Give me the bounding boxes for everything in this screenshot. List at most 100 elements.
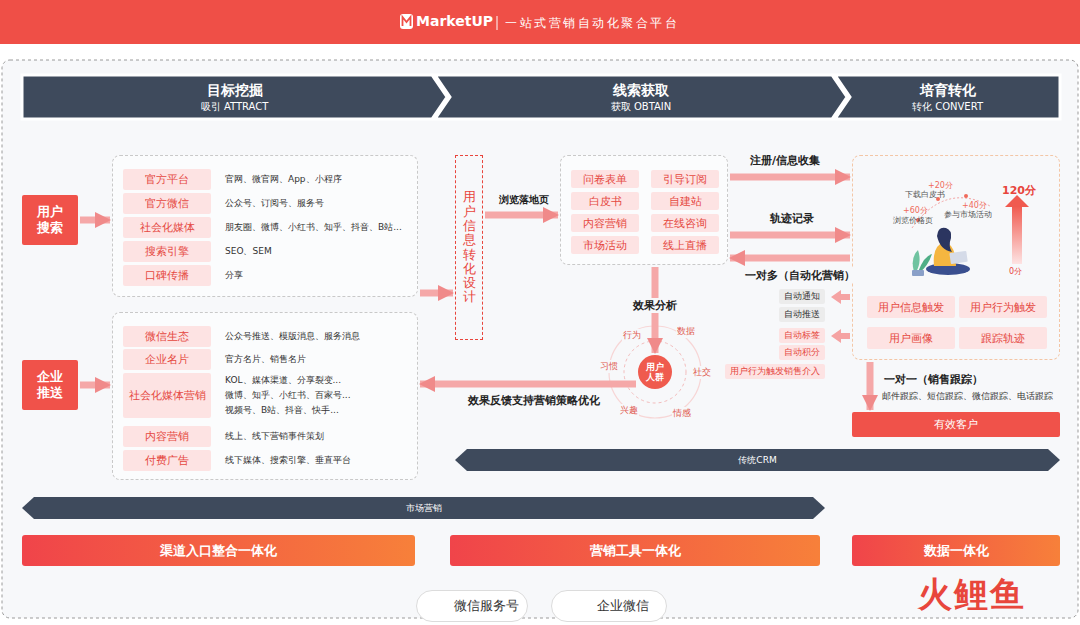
channel-cell: 微信生态 — [123, 326, 211, 347]
crowd-circle: 用户 人群 — [638, 355, 672, 389]
logo-icon — [400, 14, 413, 29]
channel-row-detail: 视频号、B站、抖音、快手... — [225, 403, 351, 418]
flow-arrow — [420, 290, 453, 297]
tag-arrow — [831, 290, 850, 343]
nurture-box-label: 跟踪轨迹 — [981, 331, 1025, 346]
channel-row-label: 口碑传播 — [145, 268, 189, 283]
design-box-body: 用户信息转化设计 — [456, 156, 482, 339]
channel-row-label: 企业名片 — [145, 352, 189, 367]
arrow-label: 轨迹记录 — [768, 211, 816, 226]
result-bar-body: 有效客户 — [852, 412, 1060, 437]
arrow-label: 效果分析 — [631, 298, 679, 313]
auto-tag-label: 用户行为触发销售介入 — [730, 365, 820, 378]
channel-detail: 公众号、订阅号、服务号 — [225, 193, 324, 214]
auto-tag-label: 自动推送 — [784, 308, 820, 321]
flow-arrow — [420, 381, 636, 388]
span-band-label: 传统CRM — [738, 454, 776, 467]
channel-panel-body — [113, 313, 417, 479]
channel-row: 社会化媒体营销KOL、媒体渠道、分享裂变...微博、知乎、小红书、百家号...视… — [123, 373, 413, 418]
tool-cell-body: 白皮书 — [571, 192, 639, 210]
channel-detail: 朋友圈、微博、小红书、知乎、抖音、B站... — [225, 217, 402, 238]
auto-tag: 自动标签 — [779, 328, 825, 343]
person-illustration — [949, 251, 967, 264]
tool-cell-body: 自建站 — [651, 192, 719, 210]
nurture-box-label: 用户画像 — [889, 331, 933, 346]
crowd-circle-label: 用户 人群 — [646, 362, 664, 383]
frame — [2, 60, 1078, 618]
channel-row-body: 微信生态公众号推送、模版消息、服务消息 — [123, 326, 413, 347]
tool-panel-body — [561, 156, 727, 264]
channel-row-body: 官方平台 官网、微官网、App、小程序 — [123, 169, 413, 190]
channel-row: 官方微信公众号、订阅号、服务号 — [123, 193, 413, 214]
channel-row-body: 企业名片 官方名片、销售名片 — [123, 349, 413, 370]
crowd-dimension: 数据 — [676, 325, 696, 338]
tool-cell-label: 线上直播 — [663, 238, 707, 253]
span-band: 传统CRM — [455, 449, 1060, 471]
channel-row-detail: SEO、SEM — [225, 244, 272, 259]
channel-row-label: 社会化媒体 — [140, 220, 195, 235]
channel-row-body: 搜索引擎 SEO、SEM — [123, 241, 413, 262]
stage-banner-body: 培育转化转化 CONVERT — [835, 75, 1060, 119]
tool-cell-body: 线上直播 — [651, 236, 719, 254]
stage-banner-body: 线索获取获取 OBTAIN — [435, 75, 847, 119]
channel-panel: 微信生态公众号推送、模版消息、服务消息企业名片 官方名片、销售名片社会化媒体营销K… — [112, 312, 418, 480]
tool-cell-label: 市场活动 — [583, 238, 627, 253]
nurture-box: 用户画像 — [867, 327, 955, 349]
channel-row-label: 付费广告 — [145, 453, 189, 468]
tool-cell-label: 自建站 — [669, 194, 702, 209]
channel-cell: 官方微信 — [123, 193, 211, 214]
score-max: 120分 — [1002, 183, 1036, 198]
crowd-dimension: 兴趣 — [619, 404, 639, 417]
score-action: 浏览价格页 — [893, 215, 933, 226]
brand-name: MarketUP — [416, 13, 493, 29]
channel-detail: 官网、微官网、App、小程序 — [225, 169, 342, 190]
nurture-box-body: 跟踪轨迹 — [959, 327, 1047, 349]
result-bar-label: 有效客户 — [934, 417, 978, 432]
channel-pill: 企业微信 — [551, 590, 667, 622]
channel-row-body: 社会化媒体营销KOL、媒体渠道、分享裂变...微博、知乎、小红书、百家号...视… — [123, 373, 413, 418]
flow-arrow — [80, 217, 110, 224]
summary-bar-label: 渠道入口整合一体化 — [160, 542, 277, 560]
tool-cell: 在线咨询 — [651, 214, 719, 232]
channel-row-detail: 官方名片、销售名片 — [225, 352, 306, 367]
channel-pill-body: 微信服务号 — [417, 591, 527, 621]
nurture-box-body: 用户行为触发 — [959, 296, 1047, 318]
stage-banner-detail: 吸引 ATTRACT — [201, 100, 269, 113]
summary-bar-body: 数据一体化 — [852, 535, 1060, 566]
watermark: 火鲤鱼 — [918, 577, 1026, 611]
summary-bar: 数据一体化 — [852, 535, 1060, 566]
auto-tag: 自动推送 — [779, 307, 825, 322]
tool-cell-body: 内容营销 — [571, 214, 639, 232]
summary-bar: 渠道入口整合一体化 — [22, 535, 415, 566]
nurture-box-label: 用户行为触发 — [970, 300, 1036, 315]
nurture-box-label: 用户信息触发 — [878, 300, 944, 315]
stage-banner: 培育转化转化 CONVERT — [835, 75, 1060, 119]
summary-bar-label: 营销工具一体化 — [590, 542, 681, 560]
nurture-box: 用户信息触发 — [867, 296, 955, 318]
channel-panel-body — [113, 156, 417, 296]
stage-banner-detail: 获取 OBTAIN — [611, 100, 672, 113]
tool-cell-body: 在线咨询 — [651, 214, 719, 232]
channel-pill: 微信服务号 — [416, 590, 528, 622]
channel-panel: 官方平台官网、微官网、App、小程序官方微信公众号、订阅号、服务号社会化媒体朋友… — [112, 155, 418, 297]
auto-tag: 用户行为触发销售介入 — [725, 364, 825, 379]
nurture-box-body: 用户画像 — [867, 327, 955, 349]
channel-row-detail: 微博、知乎、小红书、百家号... — [225, 388, 351, 403]
channel-detail: 官方名片、销售名片 — [225, 349, 306, 370]
score-value: +40分 — [962, 200, 987, 211]
channel-cell: 社会化媒体 — [123, 217, 211, 238]
channel-row-detail: KOL、媒体渠道、分享裂变... — [225, 373, 351, 388]
stage-banner-label: 培育转化 — [920, 81, 976, 99]
stage-banner-outline — [435, 75, 847, 119]
flow-arrow — [730, 174, 850, 181]
source-box: 用户搜索 — [22, 195, 78, 245]
flow-arrow — [730, 255, 850, 262]
tool-cell-body: 市场活动 — [571, 236, 639, 254]
nurture-box: 用户行为触发 — [959, 296, 1047, 318]
nurture-box-body: 用户信息触发 — [867, 296, 955, 318]
channel-row-label: 搜索引擎 — [145, 244, 189, 259]
channel-row-label: 官方平台 — [145, 172, 189, 187]
nurture-box: 跟踪轨迹 — [959, 327, 1047, 349]
channel-row: 企业名片 官方名片、销售名片 — [123, 349, 413, 370]
